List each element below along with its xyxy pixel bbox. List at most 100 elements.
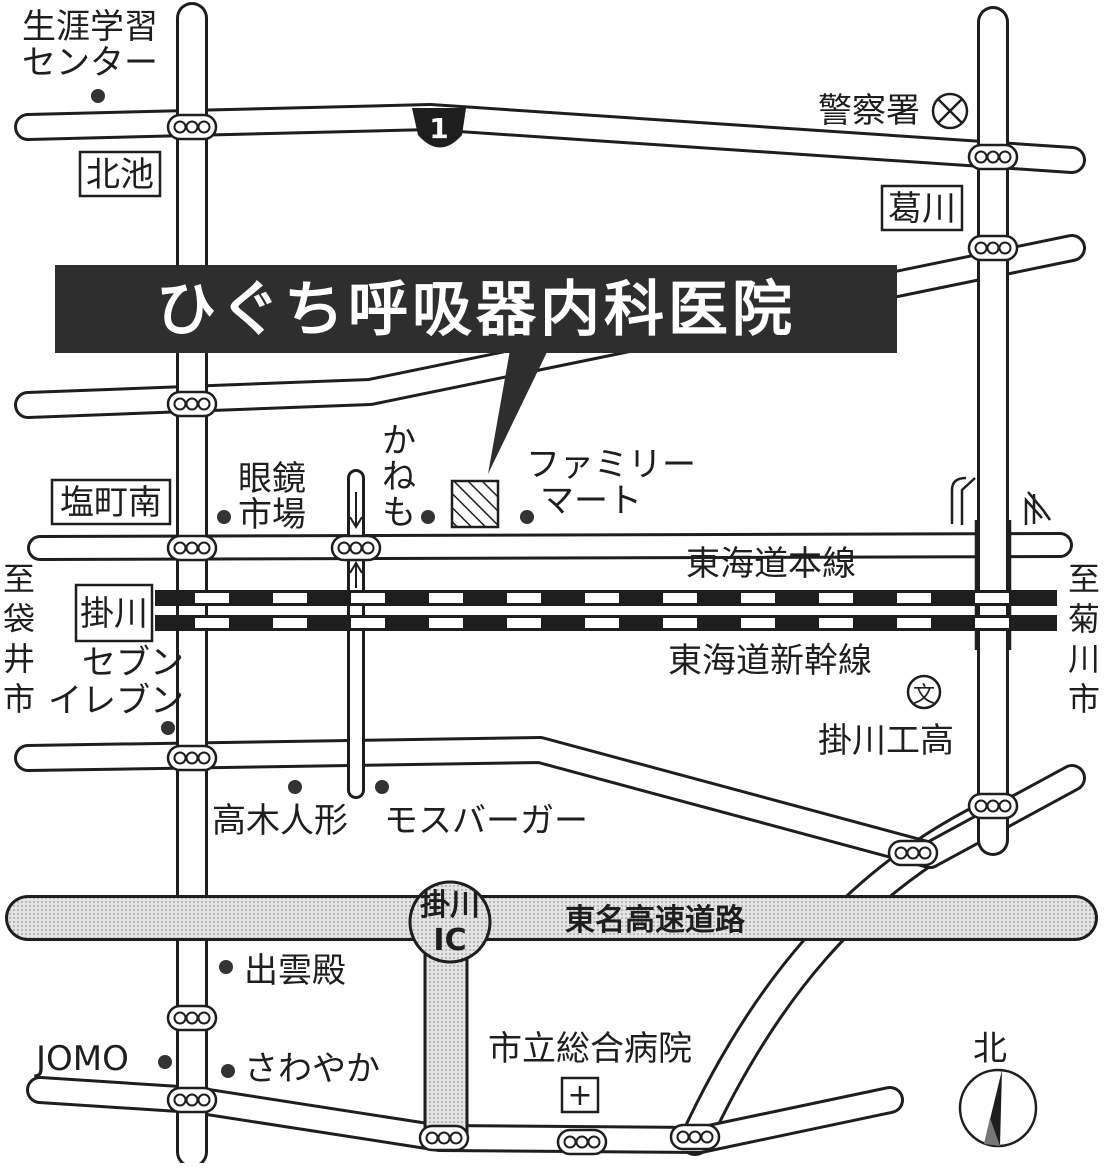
traffic-signal-icon: [330, 534, 382, 562]
intersection-kuzugawa: 葛川: [888, 189, 956, 229]
compass-icon: 北: [958, 1029, 1038, 1148]
glasses-shop-line2: 市場: [238, 495, 306, 535]
mos-burger-label: モスバーガー: [384, 801, 588, 841]
compass-north-label: 北: [973, 1029, 1007, 1069]
rail-dash: [741, 618, 775, 628]
clinic-name: ひぐち呼吸器内科医院: [156, 275, 796, 345]
east-char2: 菊: [1068, 600, 1100, 638]
location-dot-icon: [520, 510, 534, 524]
rail-dash: [663, 618, 697, 628]
rail-dash: [507, 618, 541, 628]
rail-dash: [273, 618, 307, 628]
west-char3: 井: [3, 640, 35, 678]
rail-dash: [741, 593, 775, 603]
location-dot-icon: [288, 780, 302, 794]
police-label: 警察署: [818, 91, 920, 131]
east-char4: 市: [1068, 680, 1100, 718]
traffic-signal-icon: [669, 1123, 721, 1151]
takagi-doll-label: 高木人形: [212, 801, 348, 841]
location-dot-icon: [158, 1055, 172, 1069]
rail-dash: [819, 618, 853, 628]
rail-labels: 東海道本線 東海道新幹線: [668, 544, 872, 681]
traffic-signal-icon: [967, 143, 1019, 171]
station-kakegawa: 掛川: [80, 594, 148, 634]
traffic-signal-icon: [166, 390, 218, 418]
school-symbol: 文: [913, 683, 935, 708]
school-label: 掛川工高: [818, 721, 954, 761]
ic-name: 掛川: [420, 888, 480, 923]
hospital-symbol: +: [567, 1078, 592, 1113]
rail-dash: [351, 593, 385, 603]
location-dot-icon: [219, 960, 233, 974]
rail-dash: [429, 618, 463, 628]
route-1-shield: 1: [412, 108, 466, 148]
rail-dash: [507, 593, 541, 603]
route-number: 1: [429, 112, 448, 145]
traffic-signal-icon: [166, 1086, 218, 1114]
one-way-arrows: [349, 492, 363, 588]
traffic-signal-icon: [166, 534, 218, 562]
east-char1: 至: [1068, 560, 1100, 598]
location-dot-icon: [91, 89, 105, 103]
rail-dash: [585, 593, 619, 603]
location-dot-icon: [421, 510, 435, 524]
sawayaka-label: さわやか: [244, 1049, 380, 1089]
location-dot-icon: [161, 721, 175, 735]
clinic-callout: ひぐち呼吸器内科医院: [55, 265, 897, 474]
arrow-up-icon: [349, 561, 363, 588]
traffic-signal-icon: [166, 1004, 218, 1032]
railways: [155, 590, 1057, 631]
familymart-line1: ファミリー: [526, 445, 696, 485]
rail-dash: [195, 618, 229, 628]
intersection-kitaike: 北池: [86, 155, 154, 195]
intersection-labels: 北池 葛川 塩町南 掛川: [50, 150, 964, 643]
direction-east: 至 菊 川 市: [1068, 560, 1100, 718]
kanemo-char3: も: [382, 493, 416, 533]
jomo-label: JOMO: [34, 1039, 129, 1079]
kanemo-char2: ね: [382, 457, 416, 497]
seven-eleven-line1: セブン: [82, 643, 184, 683]
ic-code: IC: [433, 923, 466, 958]
hospital-icon: +: [560, 1076, 600, 1114]
clinic-location: [450, 479, 500, 529]
west-char4: 市: [3, 680, 35, 718]
seven-eleven-line2: イレブン: [48, 681, 184, 721]
rail-dash: [585, 618, 619, 628]
police-icon: [931, 92, 969, 130]
rail-dash: [195, 593, 229, 603]
familymart-line2: マート: [540, 481, 642, 521]
lifelong-center-line1: 生涯学習: [22, 7, 158, 47]
glasses-shop-line1: 眼鏡: [238, 459, 306, 499]
diagonal-road: [679, 794, 1016, 1156]
rail-dash: [975, 593, 1009, 603]
intersection-shiomachi-minami: 塩町南: [60, 483, 162, 523]
traffic-signal-icon: [887, 839, 939, 867]
callout-pointer: [488, 350, 548, 474]
title-banner: [55, 265, 897, 353]
west-char1: 至: [3, 560, 35, 598]
ic-ramp: [423, 938, 469, 1142]
interchange-circle: [408, 880, 492, 964]
east-char3: 川: [1068, 640, 1100, 678]
school-icon: 文: [906, 674, 942, 710]
rail-dash: [351, 618, 385, 628]
location-dot-icon: [375, 780, 389, 794]
traffic-signal-icon: [556, 1128, 608, 1156]
rail-dash: [897, 593, 931, 603]
direction-west: 至 袋 井 市: [3, 560, 35, 718]
highway: 東名高速道路 掛川 IC: [5, 880, 1098, 1142]
highway-name: 東名高速道路: [565, 903, 746, 938]
hospital-label: 市立総合病院: [488, 1029, 692, 1069]
traffic-signals: [166, 113, 1019, 1156]
landmark-dots: [91, 89, 534, 1078]
rail-dashes: [195, 593, 1009, 628]
traffic-signal-icon: [418, 1124, 470, 1152]
tokaido-main-line-label: 東海道本線: [686, 544, 856, 584]
traffic-signal-icon: [967, 234, 1019, 262]
location-dot-icon: [217, 510, 231, 524]
west-char2: 袋: [3, 600, 35, 638]
rail-dash: [819, 593, 853, 603]
traffic-signal-icon: [967, 792, 1019, 820]
